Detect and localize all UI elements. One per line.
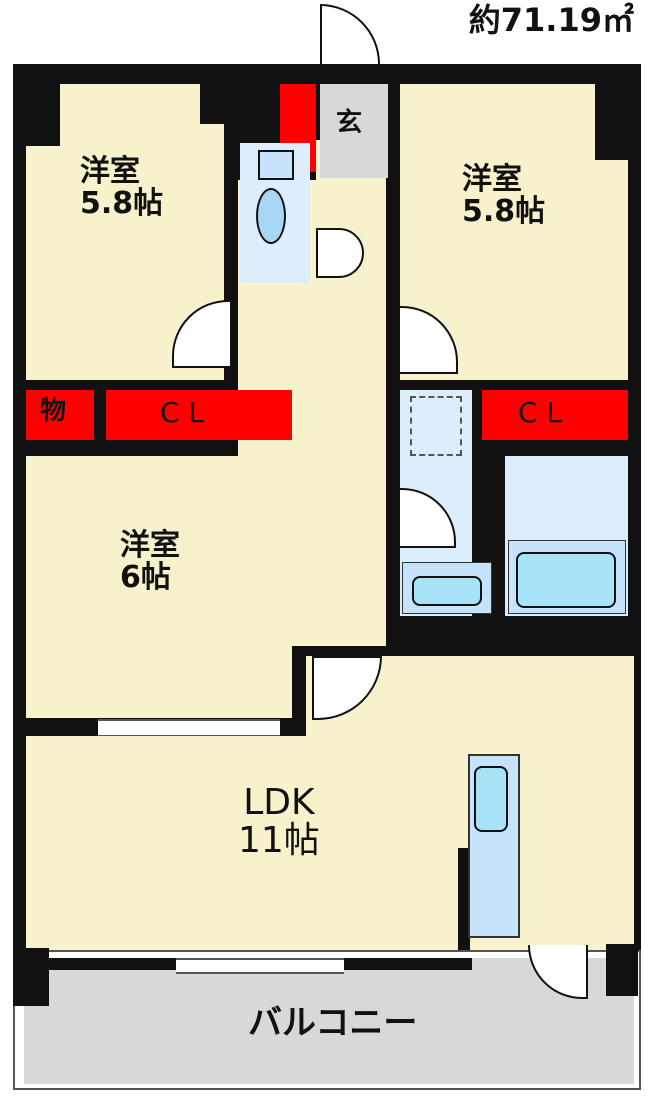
room-label: 洋室 5.8帖 xyxy=(462,164,545,227)
entrance-door xyxy=(320,4,380,64)
room-name: 洋室 xyxy=(80,154,140,189)
washing-machine-icon xyxy=(410,396,462,456)
kitchen-wall xyxy=(458,848,470,958)
pillar xyxy=(606,944,638,996)
kitchen-sink-icon xyxy=(474,766,508,832)
toilet-icon xyxy=(256,188,286,244)
sliding-door xyxy=(98,719,280,737)
balcony xyxy=(24,958,634,1084)
toilet-tank-icon xyxy=(258,150,294,180)
room-label: 洋室 6帖 xyxy=(120,530,180,593)
closet-label: C L xyxy=(518,396,563,429)
entrance-label: 玄 xyxy=(336,108,363,138)
balcony-window xyxy=(176,958,344,974)
sink-icon xyxy=(412,576,482,606)
room-name: 洋室 xyxy=(120,528,180,563)
room-size: 5.8帖 xyxy=(80,185,164,221)
room-name: LDK xyxy=(243,782,315,823)
room-size: 11帖 xyxy=(238,819,320,861)
room-name: 洋室 xyxy=(462,162,522,197)
room-size: 5.8帖 xyxy=(462,193,546,229)
closet-label: C L xyxy=(160,396,205,429)
storage-label: 物 xyxy=(40,396,67,426)
pillar xyxy=(200,84,230,124)
storage xyxy=(26,390,94,440)
toilet-door xyxy=(316,228,364,278)
ldk xyxy=(26,736,466,958)
room-label: LDK 11帖 xyxy=(238,784,320,860)
total-area: 約71.19㎡ xyxy=(468,1,634,39)
pillar xyxy=(595,84,628,160)
pillar xyxy=(26,84,60,146)
entrance-area xyxy=(320,84,388,178)
balcony-label: バルコニー xyxy=(248,1003,418,1043)
pillar xyxy=(13,948,49,1006)
closet-left xyxy=(106,390,292,440)
bedroom-middle-left xyxy=(26,456,292,718)
room-label: 洋室 5.8帖 xyxy=(80,156,163,219)
closet-right xyxy=(482,390,628,440)
room-size: 6帖 xyxy=(120,559,171,595)
bathtub-icon xyxy=(516,552,616,608)
